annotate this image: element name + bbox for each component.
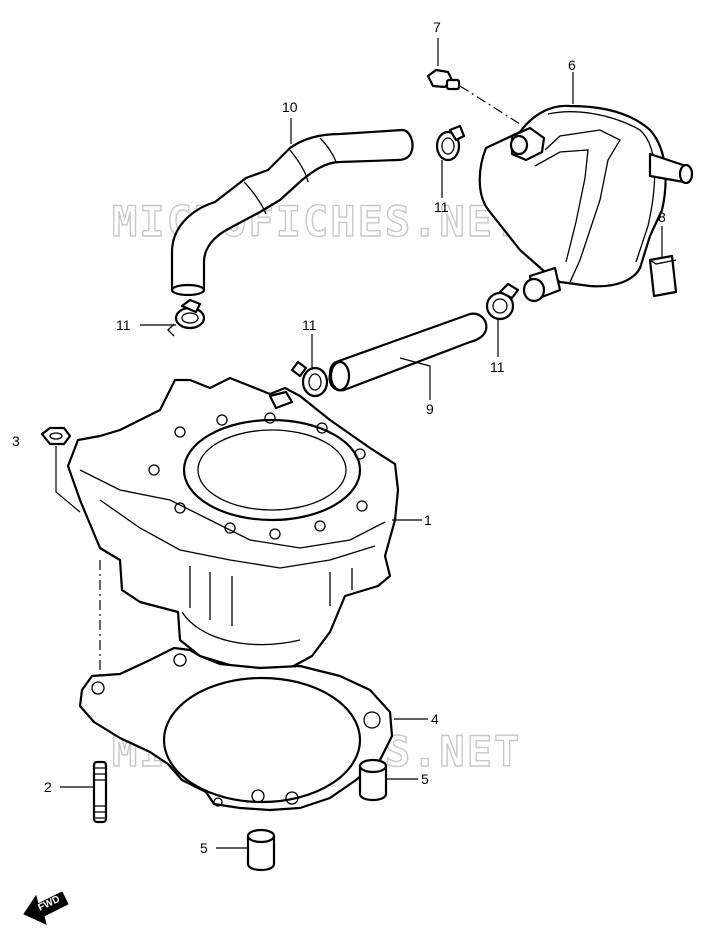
callout-11-upper: 11 (434, 199, 449, 215)
part-11-clamp-b[interactable] (435, 124, 466, 162)
callout-6: 6 (568, 57, 576, 73)
part-11-clamp-d[interactable] (485, 282, 520, 321)
fwd-arrow-icon: FWD (23, 891, 69, 925)
callout-9: 9 (426, 401, 434, 417)
part-9-hose[interactable] (328, 312, 488, 392)
part-5-dowel-b[interactable] (246, 828, 276, 872)
callout-5-bottom: 5 (200, 840, 208, 856)
part-10-hose[interactable] (170, 128, 414, 297)
part-1-cylinder[interactable] (66, 376, 400, 670)
callout-3: 3 (12, 433, 20, 449)
callout-11-left: 11 (116, 317, 131, 333)
callout-8: 8 (658, 209, 666, 225)
callout-11-mid: 11 (302, 317, 317, 333)
part-7-bolt[interactable] (426, 68, 461, 91)
callout-2: 2 (44, 779, 52, 795)
part-11-clamp-c[interactable] (290, 360, 329, 398)
callout-10: 10 (282, 99, 298, 115)
part-11-clamp-a[interactable] (167, 298, 206, 337)
part-6-canister[interactable] (478, 104, 694, 303)
callout-7: 7 (433, 19, 441, 35)
part-8-pad[interactable] (648, 254, 678, 298)
part-2-stud[interactable] (92, 760, 108, 824)
callout-1: 1 (424, 512, 432, 528)
callout-11-right: 11 (490, 359, 505, 375)
part-3-nut[interactable] (40, 426, 72, 446)
callout-4: 4 (431, 711, 439, 727)
callout-5-right: 5 (421, 771, 429, 787)
part-5-dowel-a[interactable] (358, 758, 388, 802)
part-4-gasket[interactable] (78, 646, 394, 812)
leader-lines (60, 38, 663, 849)
